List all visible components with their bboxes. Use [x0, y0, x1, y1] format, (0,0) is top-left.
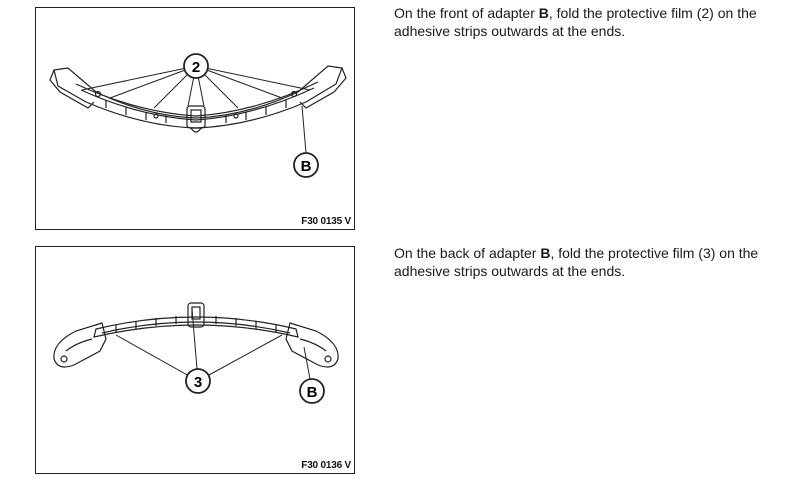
adapter-outline	[93, 316, 299, 338]
adapter-letter: B	[540, 245, 551, 261]
adapter-letter: B	[538, 5, 549, 21]
front-adapter-drawing: 2 B	[49, 53, 347, 178]
figure-code: F30 0136 V	[301, 460, 351, 471]
figure-code: F30 0135 V	[301, 216, 351, 227]
callout-3-label: 3	[194, 374, 202, 391]
instruction-text-start: On the back of adapter	[394, 245, 541, 261]
instruction-step-2: On the back of adapter B, fold the prote…	[394, 244, 774, 280]
callout-3-circle	[185, 368, 211, 394]
callout-2-label: 2	[192, 59, 200, 76]
callout-b-label: B	[307, 384, 318, 401]
instruction-text-start: On the front of adapter	[394, 5, 539, 21]
figure-front-adapter: 2 B F30 0135 V	[35, 7, 355, 230]
back-adapter-drawing: 3 B	[53, 302, 339, 404]
callout-b-label: B	[301, 158, 312, 175]
callout-b-circle	[299, 378, 325, 404]
instruction-text-end: , fold the protective film (2) on the ad…	[394, 5, 757, 39]
callout-2-circle	[183, 53, 209, 79]
figure-back-adapter: 3 B F30 0136 V	[35, 246, 355, 474]
instruction-step-1: On the front of adapter B, fold the prot…	[394, 4, 774, 40]
callout-b-circle	[293, 152, 319, 178]
instruction-text-end: , fold the protective film (3) on the ad…	[394, 245, 759, 279]
